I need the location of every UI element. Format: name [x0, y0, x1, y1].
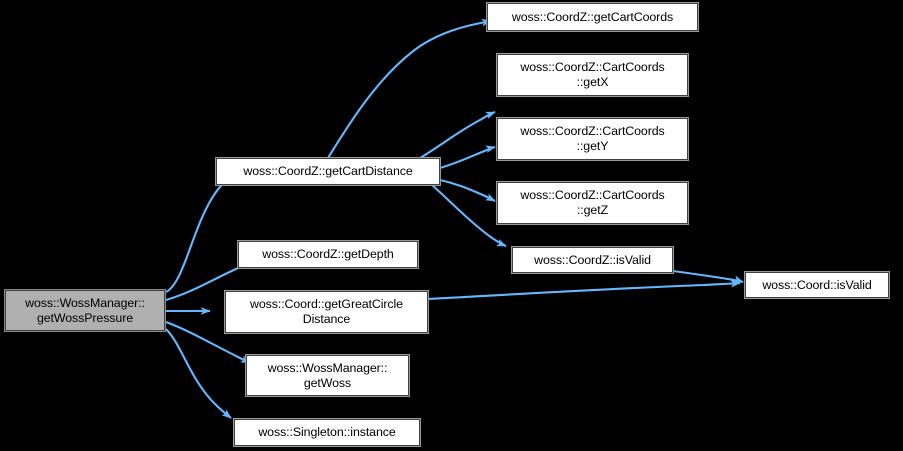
edge-getCartDistance-to-coordzIsValid — [431, 184, 507, 247]
node-label-getCartCoords: woss::CoordZ::getCartCoords — [511, 9, 674, 24]
node-getZ[interactable]: woss::CoordZ::CartCoords ::getZ — [496, 181, 689, 225]
edge-getCartDistance-to-getX — [419, 111, 496, 159]
edge-getCartDistance-to-getCartCoords — [327, 18, 492, 159]
node-label-getCartDistance: woss::CoordZ::getCartDistance — [243, 164, 413, 179]
edge-getWossPressure-to-instance — [165, 328, 232, 419]
node-getGreatCircleDistance[interactable]: woss::Coord::getGreatCircle Distance — [224, 290, 429, 334]
edge-coordzIsValid-to-coordIsValid — [672, 269, 744, 284]
edge-getCartDistance-to-getY — [439, 145, 496, 170]
node-getCartDistance[interactable]: woss::CoordZ::getCartDistance — [215, 157, 441, 186]
edge-getCartDistance-to-getZ — [439, 178, 496, 202]
edge-getGreatCircleDistance-to-coordIsValid — [427, 280, 741, 301]
node-label-getWossPressure: woss::WossManager:: getWossPressure — [25, 295, 145, 325]
node-coordzIsValid[interactable]: woss::CoordZ::isValid — [511, 246, 674, 274]
node-getWossPressure: woss::WossManager:: getWossPressure — [4, 289, 166, 332]
node-label-getWoss: woss::WossManager:: getWoss — [267, 360, 388, 390]
node-getX[interactable]: woss::CoordZ::CartCoords ::getX — [496, 53, 689, 97]
node-label-coordIsValid: woss::Coord::isValid — [762, 277, 872, 292]
node-label-getX: woss::CoordZ::CartCoords ::getX — [520, 60, 665, 89]
edge-getWossPressure-to-getCartDistance — [165, 177, 231, 293]
node-label-instance: woss::Singleton::instance — [258, 425, 396, 440]
node-getY[interactable]: woss::CoordZ::CartCoords ::getY — [496, 117, 689, 161]
node-coordIsValid[interactable]: woss::Coord::isValid — [744, 271, 890, 299]
node-label-getY: woss::CoordZ::CartCoords ::getY — [520, 124, 665, 153]
node-getDepth[interactable]: woss::CoordZ::getDepth — [237, 240, 419, 269]
node-getWoss[interactable]: woss::WossManager:: getWoss — [245, 354, 410, 397]
node-label-getGreatCircleDistance: woss::Coord::getGreatCircle Distance — [250, 297, 403, 326]
node-label-coordzIsValid: woss::CoordZ::isValid — [534, 252, 651, 267]
node-getCartCoords[interactable]: woss::CoordZ::getCartCoords — [486, 2, 699, 32]
node-label-getDepth: woss::CoordZ::getDepth — [262, 247, 394, 262]
node-label-getZ: woss::CoordZ::CartCoords ::getZ — [520, 188, 665, 217]
node-instance[interactable]: woss::Singleton::instance — [233, 418, 421, 447]
